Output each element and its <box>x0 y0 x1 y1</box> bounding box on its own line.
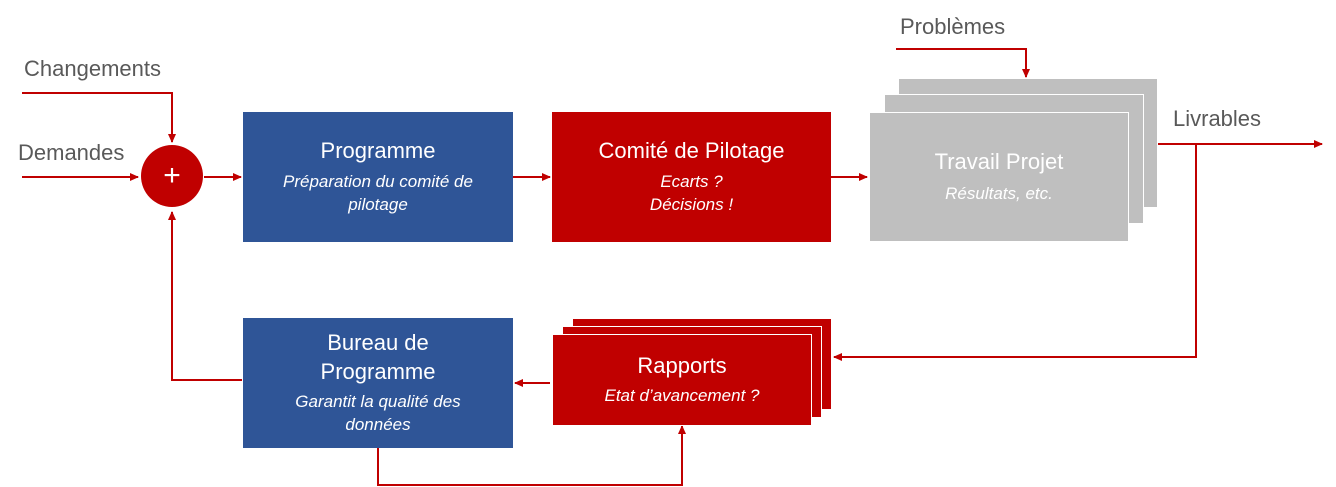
changes-label: Changements <box>24 56 161 81</box>
reports-title: Rapports <box>637 353 727 379</box>
steering-subtitle-line1: Ecarts ? <box>660 172 723 192</box>
programme-subtitle: Préparation du comité de pilotage <box>283 172 473 215</box>
programme-office-title-line2: Programme <box>320 359 436 385</box>
programme-office-title-line1: Bureau de <box>327 330 429 356</box>
steering-subtitle-line2: Décisions ! <box>649 195 734 215</box>
project-work-title: Travail Projet <box>934 149 1064 175</box>
problems-label: Problèmes <box>900 14 1006 39</box>
requests-label: Demandes <box>18 140 125 165</box>
programme-office-box: Bureau de Programme Garantit la qualité … <box>243 318 513 448</box>
deliverables-label: Livrables <box>1173 106 1262 131</box>
problems-arrow <box>896 48 1030 78</box>
programme-office-subtitle: Garantit la qualité des données <box>295 391 461 434</box>
feedback-to-reports-arrow <box>833 144 1197 361</box>
office-to-plus-arrow <box>168 211 242 381</box>
steering-committee-box: Comité de Pilotage Ecarts ? Décisions ! <box>552 112 831 242</box>
reports-box: Rapports Etat d’avancement ? <box>552 334 812 426</box>
changes-arrow <box>22 92 176 143</box>
steering-title: Comité de Pilotage <box>598 137 785 163</box>
plus-icon: + <box>163 159 181 192</box>
sum-node: + <box>141 145 203 207</box>
reports-subtitle: Etat d’avancement ? <box>604 385 760 405</box>
office-to-reports-arrow <box>377 425 686 486</box>
programme-title: Programme <box>320 137 436 163</box>
programme-box: Programme Préparation du comité de pilot… <box>243 112 513 242</box>
project-work-box: Travail Projet Résultats, etc. <box>869 112 1129 242</box>
project-work-subtitle: Résultats, etc. <box>945 183 1053 203</box>
